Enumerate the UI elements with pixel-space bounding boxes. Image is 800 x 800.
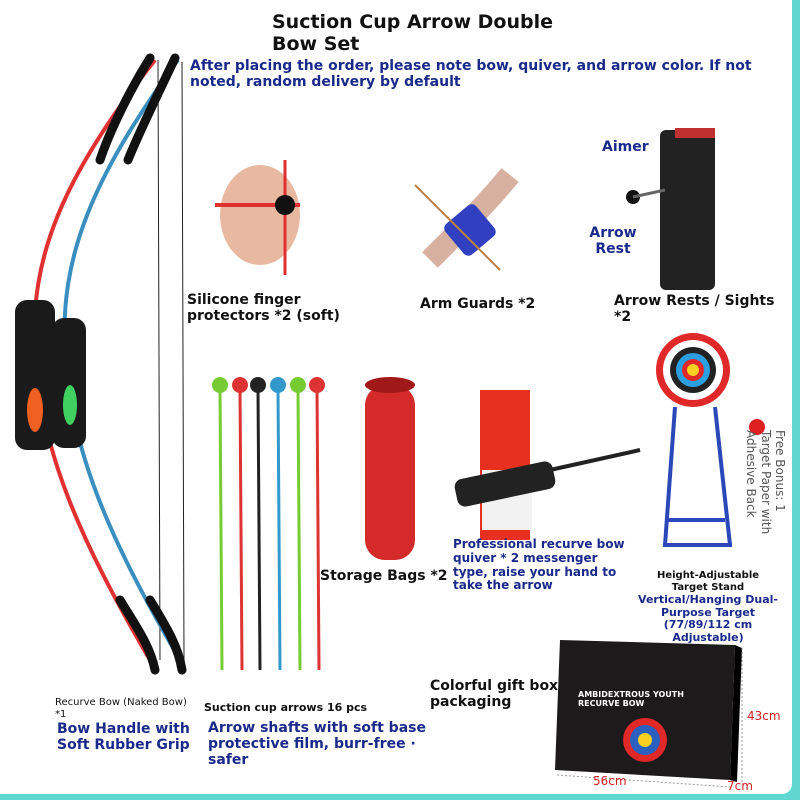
bow-red <box>15 53 161 675</box>
storage-bag-image <box>365 377 415 560</box>
box-title: AMBIDEXTROUS YOUTH RECURVE BOW <box>578 690 684 709</box>
gift-box-label: Colorful gift box packaging <box>430 678 559 711</box>
finger-protector-label: Silicone finger protectors *2 (soft) <box>187 292 340 325</box>
box-depth: 7cm <box>727 779 753 793</box>
finger-protector-image <box>215 160 300 275</box>
quiver-image <box>454 390 641 540</box>
quiver-label: Professional recurve bow quiver * 2 mess… <box>453 537 625 593</box>
gift-box-image <box>555 640 743 788</box>
bow-handle-label: Bow Handle with Soft Rubber Grip <box>57 721 190 754</box>
arrows-image <box>212 377 325 671</box>
arm-guard-image <box>414 168 519 271</box>
free-bonus-note: Free Bonus: 1 Target Paper with Adhesive… <box>744 430 787 535</box>
arrows-description: Arrow shafts with soft base protective f… <box>208 720 426 769</box>
arm-guard-label: Arm Guards *2 <box>420 296 536 312</box>
bow-blue <box>52 53 187 675</box>
stand-description: Vertical/Hanging Dual-Purpose Target (77… <box>638 593 778 644</box>
arrows-label: Suction cup arrows 16 pcs <box>204 701 368 714</box>
stand-label: Height-Adjustable Target Stand <box>656 570 760 593</box>
box-width: 56cm <box>593 774 627 788</box>
aimer-label: Aimer <box>602 139 649 155</box>
arrow-rest-label: Arrow Rest <box>589 225 637 258</box>
storage-bag-label: Storage Bags *2 <box>320 568 448 584</box>
box-height: 43cm <box>747 709 781 723</box>
bow-label: Recurve Bow (Naked Bow) *1 <box>55 697 187 720</box>
page-title: Suction Cup Arrow Double Bow Set <box>272 11 553 55</box>
target-stand-image <box>656 333 765 547</box>
sight-image <box>626 128 715 290</box>
sight-label: Arrow Rests / Sights *2 <box>614 293 775 326</box>
order-notice: After placing the order, please note bow… <box>190 58 752 91</box>
